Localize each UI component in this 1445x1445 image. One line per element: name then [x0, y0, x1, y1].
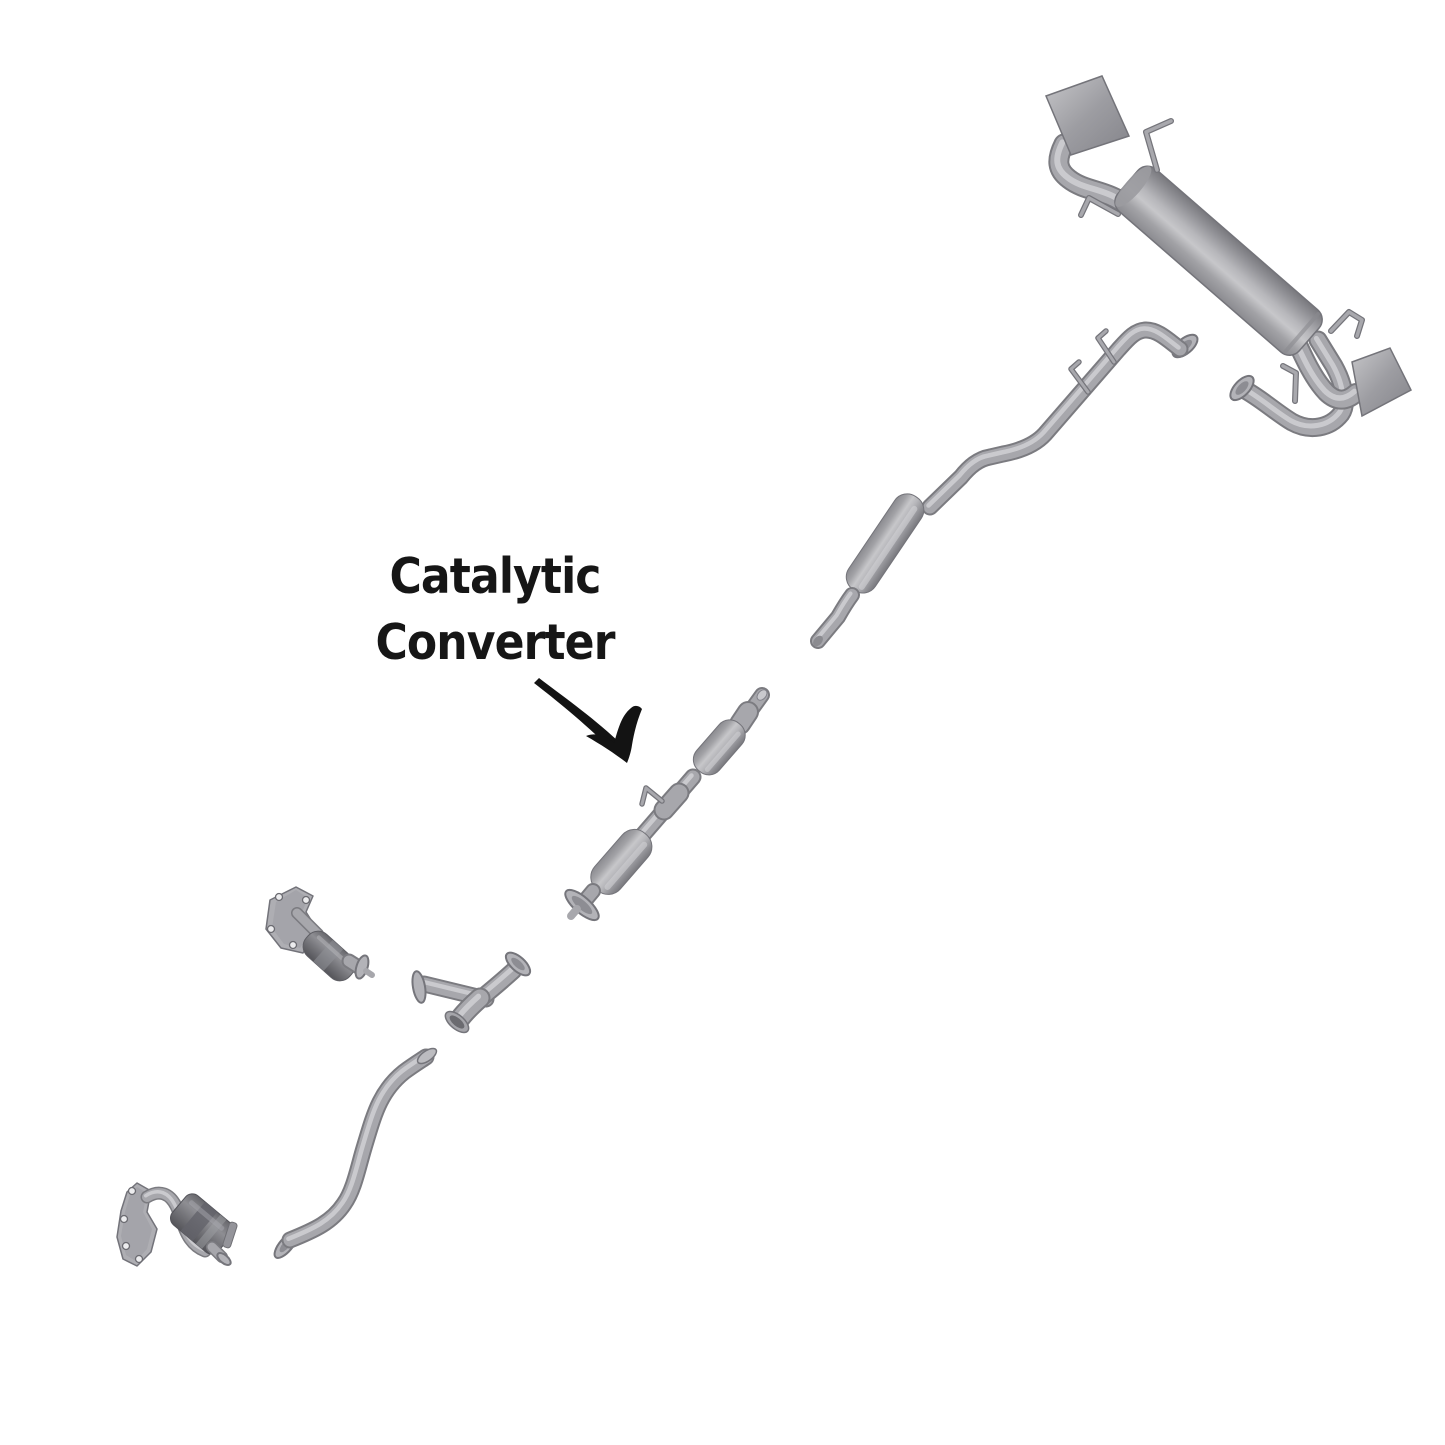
part-muffler-assembly — [1044, 75, 1412, 428]
muffler-inlet-pipe — [1229, 338, 1344, 427]
manifold-converter-shell-upper — [302, 930, 356, 982]
part-catalytic-converter — [564, 688, 769, 922]
intermediate-pipe-hangers — [1068, 328, 1117, 395]
part-label-line1: Catalytic — [389, 548, 601, 605]
part-intermediate-pipe-resonator — [811, 328, 1199, 649]
part-front-pipe — [273, 1047, 438, 1259]
tailpipe-tip-right — [1351, 347, 1412, 418]
converter-shell-upper — [692, 719, 746, 776]
part-manifold-converter-upper — [265, 886, 375, 982]
tailpipe-right — [1292, 334, 1412, 418]
tailpipe-tip-left — [1044, 75, 1131, 156]
resonator — [845, 493, 925, 594]
muffler-hangers — [1078, 118, 1365, 404]
part-y-pipe — [411, 951, 532, 1034]
muffler-body — [1114, 165, 1323, 356]
part-label: Catalytic Converter — [315, 544, 675, 676]
converter-shell-lower — [590, 828, 653, 895]
manifold-converter-shell-lower — [169, 1193, 235, 1255]
tailpipe-left — [1044, 75, 1136, 210]
part-label-line2: Converter — [375, 614, 615, 671]
part-manifold-converter-lower — [116, 1182, 238, 1267]
annotation-arrow-icon — [534, 678, 642, 763]
